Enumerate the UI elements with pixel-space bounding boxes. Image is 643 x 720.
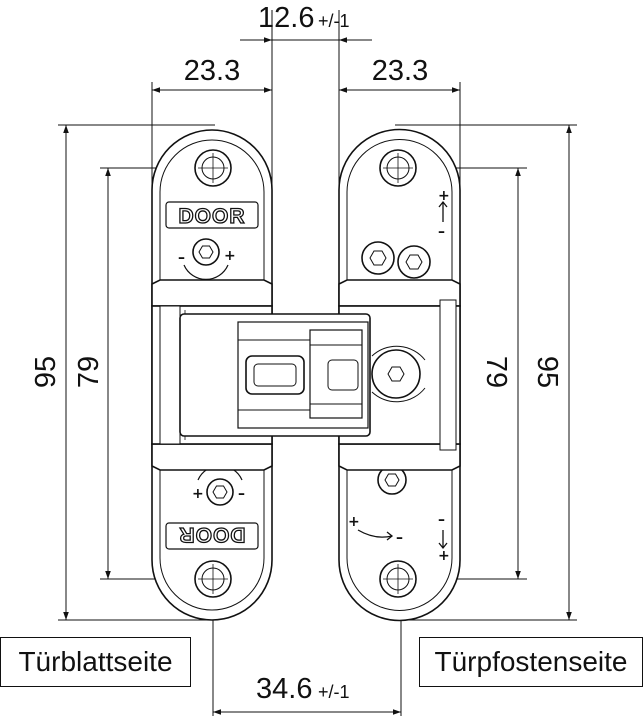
right-side-minus: – — [396, 530, 403, 546]
door-mark-top: DOOR — [179, 205, 246, 228]
dim-top-gap-value: 12.6 — [258, 2, 314, 34]
right-bottom-plus: + — [438, 548, 450, 564]
door-mark-bottom-frame — [165, 522, 259, 550]
right-lower-screw — [377, 465, 407, 495]
left-bottom-minus: – — [238, 486, 245, 502]
dim-left-width: 23.3 — [184, 55, 240, 87]
left-bottom-plus: + — [192, 486, 204, 502]
right-screw-hole-bottom — [379, 560, 417, 598]
right-bottom-minus: – — [438, 512, 445, 528]
left-top-plus: + — [224, 248, 236, 264]
frame-side-label: Türpfostenseite — [419, 637, 643, 687]
door-mark-top-frame — [165, 201, 259, 229]
left-adjust-bottom — [197, 464, 243, 506]
right-side-plus: + — [348, 514, 360, 530]
right-upper-screws — [361, 241, 431, 279]
hinge-link — [179, 313, 371, 437]
left-screw-hole-top — [194, 149, 232, 187]
left-screw-hole-bottom — [194, 560, 232, 598]
door-mark-bottom: DOOR — [179, 523, 246, 546]
dim-top-gap-tolerance: +/-1 — [318, 11, 350, 31]
left-top-minus: – — [178, 250, 185, 266]
dim-right-height-inner: 79 — [480, 356, 512, 388]
dim-bottom-gap-value: 34.6 — [256, 673, 312, 705]
right-screw-hole-top — [379, 149, 417, 187]
dim-bottom-gap-tolerance: +/-1 — [318, 682, 350, 702]
right-top-minus: – — [438, 224, 445, 240]
right-arrow-marks — [357, 200, 448, 550]
left-adjust-top — [183, 238, 229, 281]
dimension-lines — [63, 37, 572, 715]
right-top-plus: + — [438, 188, 450, 204]
dim-right-height-outer: 95 — [531, 356, 563, 388]
dim-left-height-inner: 79 — [73, 356, 105, 388]
door-side-label: Türblattseite — [0, 637, 191, 687]
dim-left-height-outer: 95 — [30, 356, 62, 388]
dim-right-width: 23.3 — [372, 55, 428, 87]
